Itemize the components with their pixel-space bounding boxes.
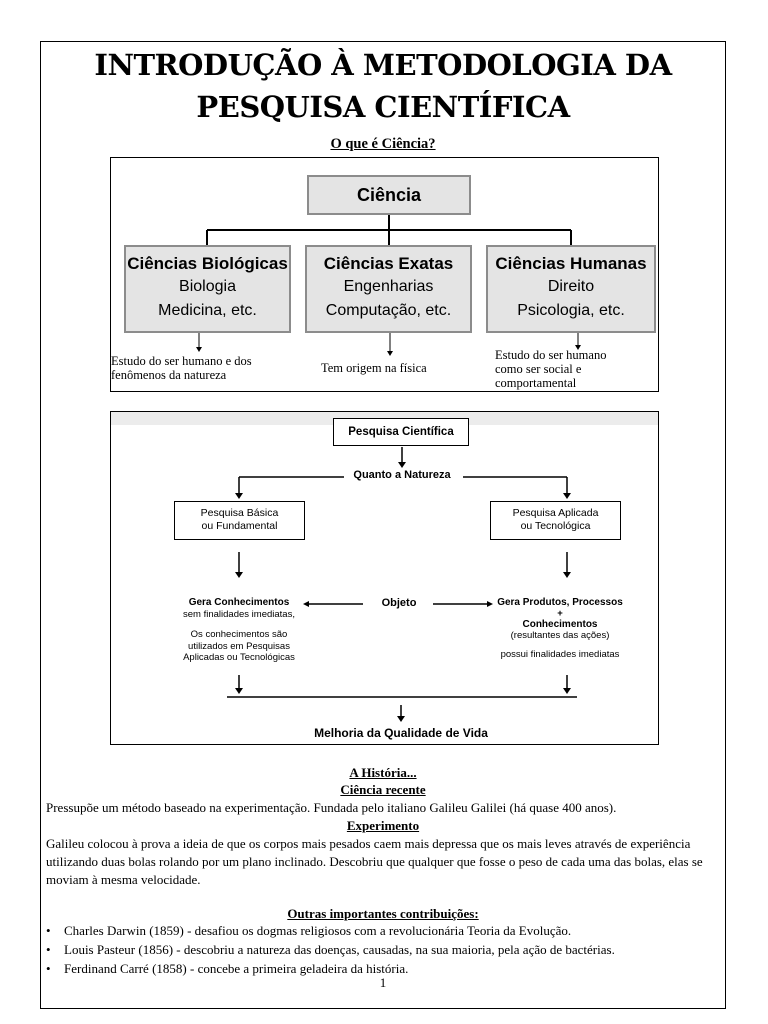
products-heading-2: Conhecimentos: [522, 619, 598, 630]
human-sciences-box: Ciências Humanas Direito Psicologia, etc…: [486, 245, 656, 333]
products-plus: +: [557, 608, 563, 619]
scientific-research-label: Pesquisa Científica: [348, 426, 454, 438]
science-root-label: Ciência: [356, 185, 422, 205]
exact-line-2: Computação, etc.: [325, 302, 452, 319]
science-diagram-connectors: [196, 214, 581, 356]
list-item: Ferdinand Carré (1858) - concebe a prime…: [46, 959, 718, 978]
exact-heading: Ciências Exatas: [323, 254, 454, 273]
exact-note: Tem origem na física: [321, 361, 481, 375]
exact-line-1: Engenharias: [343, 278, 434, 295]
experiment-text: Galileu colocou à prova a ideia de que o…: [46, 836, 703, 887]
section-subtitle: O que é Ciência?: [330, 136, 436, 152]
experiment-heading: Experimento: [346, 818, 420, 833]
products-column: Gera Produtos, Processos + Conhecimentos…: [485, 597, 635, 660]
title-line-2: PESQUISA CIENTÍFICA: [196, 90, 570, 124]
human-line-1: Direito: [547, 278, 595, 295]
recent-science-text: Pressupõe um método baseado na experimen…: [46, 800, 617, 815]
quality-of-life-label: Melhoria da Qualidade de Vida: [314, 726, 488, 740]
applied-research-box: Pesquisa Aplicada ou Tecnológica: [490, 501, 621, 540]
human-note-line-3: comportamental: [495, 376, 577, 390]
object-label: Objeto: [381, 597, 417, 609]
biological-note-line-1: Estudo do ser humano e dos: [111, 354, 252, 368]
recent-science-heading: Ciência recente: [340, 782, 426, 797]
knowledge-text-1: Os conhecimentos são: [190, 629, 288, 640]
page-border: [40, 41, 726, 1009]
products-subtitle: (resultantes das ações): [510, 630, 610, 641]
human-note: Estudo do ser humano como ser social e c…: [495, 348, 657, 390]
research-diagram-connectors: [111, 412, 658, 722]
exact-sciences-box: Ciências Exatas Engenharias Computação, …: [305, 245, 472, 333]
applied-research-line-2: ou Tecnológica: [520, 520, 591, 532]
contributions-heading: Outras importantes contribuições:: [287, 906, 479, 921]
science-diagram: Ciência Ciências Biológicas Biologia Med…: [110, 157, 659, 392]
page-number: 1: [379, 975, 387, 990]
biological-note: Estudo do ser humano e dos fenômenos da …: [111, 354, 311, 382]
title-line-1: INTRODUÇÃO À METODOLOGIA DA: [94, 48, 672, 82]
knowledge-text-2: utilizados em Pesquisas: [188, 640, 290, 652]
human-note-line-2: como ser social e: [495, 362, 582, 376]
list-item: Charles Darwin (1859) - desafiou os dogm…: [46, 921, 718, 940]
products-heading: Gera Produtos, Processos: [497, 597, 623, 608]
biological-line-1: Biologia: [179, 278, 236, 295]
list-item: Louis Pasteur (1856) - descobriu a natur…: [46, 940, 718, 959]
biological-sciences-box: Ciências Biológicas Biologia Medicina, e…: [124, 245, 291, 333]
criterion-label: Quanto a Natureza: [353, 469, 451, 481]
human-heading: Ciências Humanas: [495, 254, 647, 273]
human-line-2: Psicologia, etc.: [517, 302, 625, 319]
research-diagram: Pesquisa Científica Quanto a Natureza Pe…: [110, 411, 659, 745]
exact-note-line-1: Tem origem na física: [321, 361, 427, 375]
biological-note-line-2: fenômenos da natureza: [111, 368, 227, 382]
basic-research-line-2: ou Fundamental: [201, 520, 278, 532]
scientific-research-box: Pesquisa Científica: [333, 418, 469, 446]
knowledge-column: Gera Conhecimentos sem finalidades imedi…: [159, 597, 319, 664]
history-heading: A História...: [349, 765, 417, 780]
human-note-line-1: Estudo do ser humano: [495, 348, 607, 362]
products-text-1: possui finalidades imediatas: [500, 649, 620, 660]
knowledge-text-3: Aplicadas ou Tecnológicas: [183, 652, 295, 663]
basic-research-line-1: Pesquisa Básica: [200, 507, 279, 519]
applied-research-line-1: Pesquisa Aplicada: [512, 507, 599, 519]
science-root-box: Ciência: [307, 175, 471, 215]
biological-line-2: Medicina, etc.: [158, 302, 257, 319]
knowledge-heading: Gera Conhecimentos: [188, 597, 290, 608]
basic-research-box: Pesquisa Básica ou Fundamental: [174, 501, 305, 540]
knowledge-subtitle: sem finalidades imediatas,: [183, 608, 295, 620]
page-title: INTRODUÇÃO À METODOLOGIA DA PESQUISA CIE…: [40, 44, 726, 128]
biological-heading: Ciências Biológicas: [127, 254, 288, 273]
contributions-list: Charles Darwin (1859) - desafiou os dogm…: [46, 921, 718, 978]
